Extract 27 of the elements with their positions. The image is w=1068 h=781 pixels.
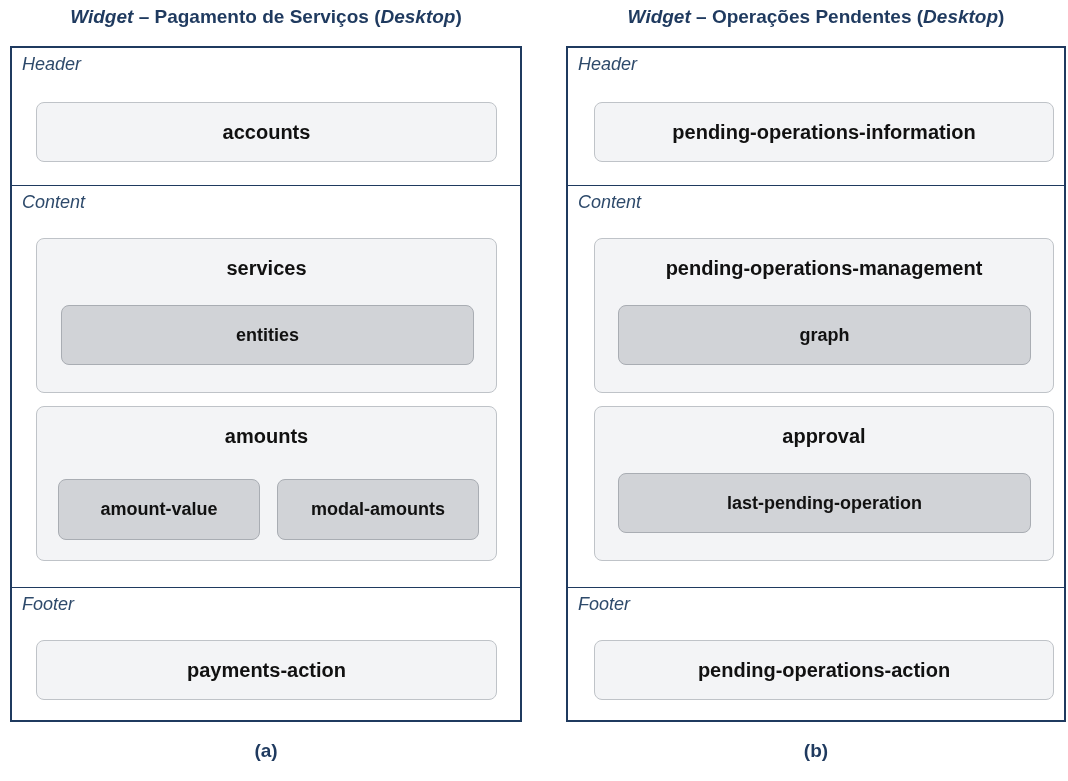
section-label: Footer bbox=[578, 594, 631, 615]
subcomponent-box: modal-amounts bbox=[277, 479, 479, 540]
section-label: Content bbox=[22, 192, 86, 213]
subcomponent-box: last-pending-operation bbox=[618, 473, 1031, 533]
figure-label: (a) bbox=[253, 740, 279, 762]
panel-title: Widget – Operações Pendentes (Desktop) bbox=[626, 6, 1006, 28]
section-label: Footer bbox=[22, 594, 75, 615]
subcomponent-box: amount-value bbox=[58, 479, 260, 540]
panel-title: Widget – Pagamento de Serviços (Desktop) bbox=[69, 6, 463, 28]
subcomponent-box: entities bbox=[61, 305, 474, 365]
component-title: services bbox=[225, 257, 308, 280]
component-box: pending-operations-action bbox=[594, 640, 1054, 700]
section-label: Content bbox=[578, 192, 642, 213]
component-panel bbox=[36, 406, 497, 561]
component-panel bbox=[594, 238, 1054, 393]
section-label: Header bbox=[578, 54, 638, 75]
section-label: Header bbox=[22, 54, 82, 75]
component-title: approval bbox=[781, 425, 867, 448]
component-title: amounts bbox=[223, 425, 310, 448]
component-panel bbox=[594, 406, 1054, 561]
component-box: accounts bbox=[36, 102, 497, 162]
component-box: pending-operations-information bbox=[594, 102, 1054, 162]
subcomponent-box: graph bbox=[618, 305, 1031, 365]
component-box: payments-action bbox=[36, 640, 497, 700]
component-panel bbox=[36, 238, 497, 393]
component-title: pending-operations-management bbox=[664, 257, 984, 280]
figure-label: (b) bbox=[802, 740, 830, 762]
